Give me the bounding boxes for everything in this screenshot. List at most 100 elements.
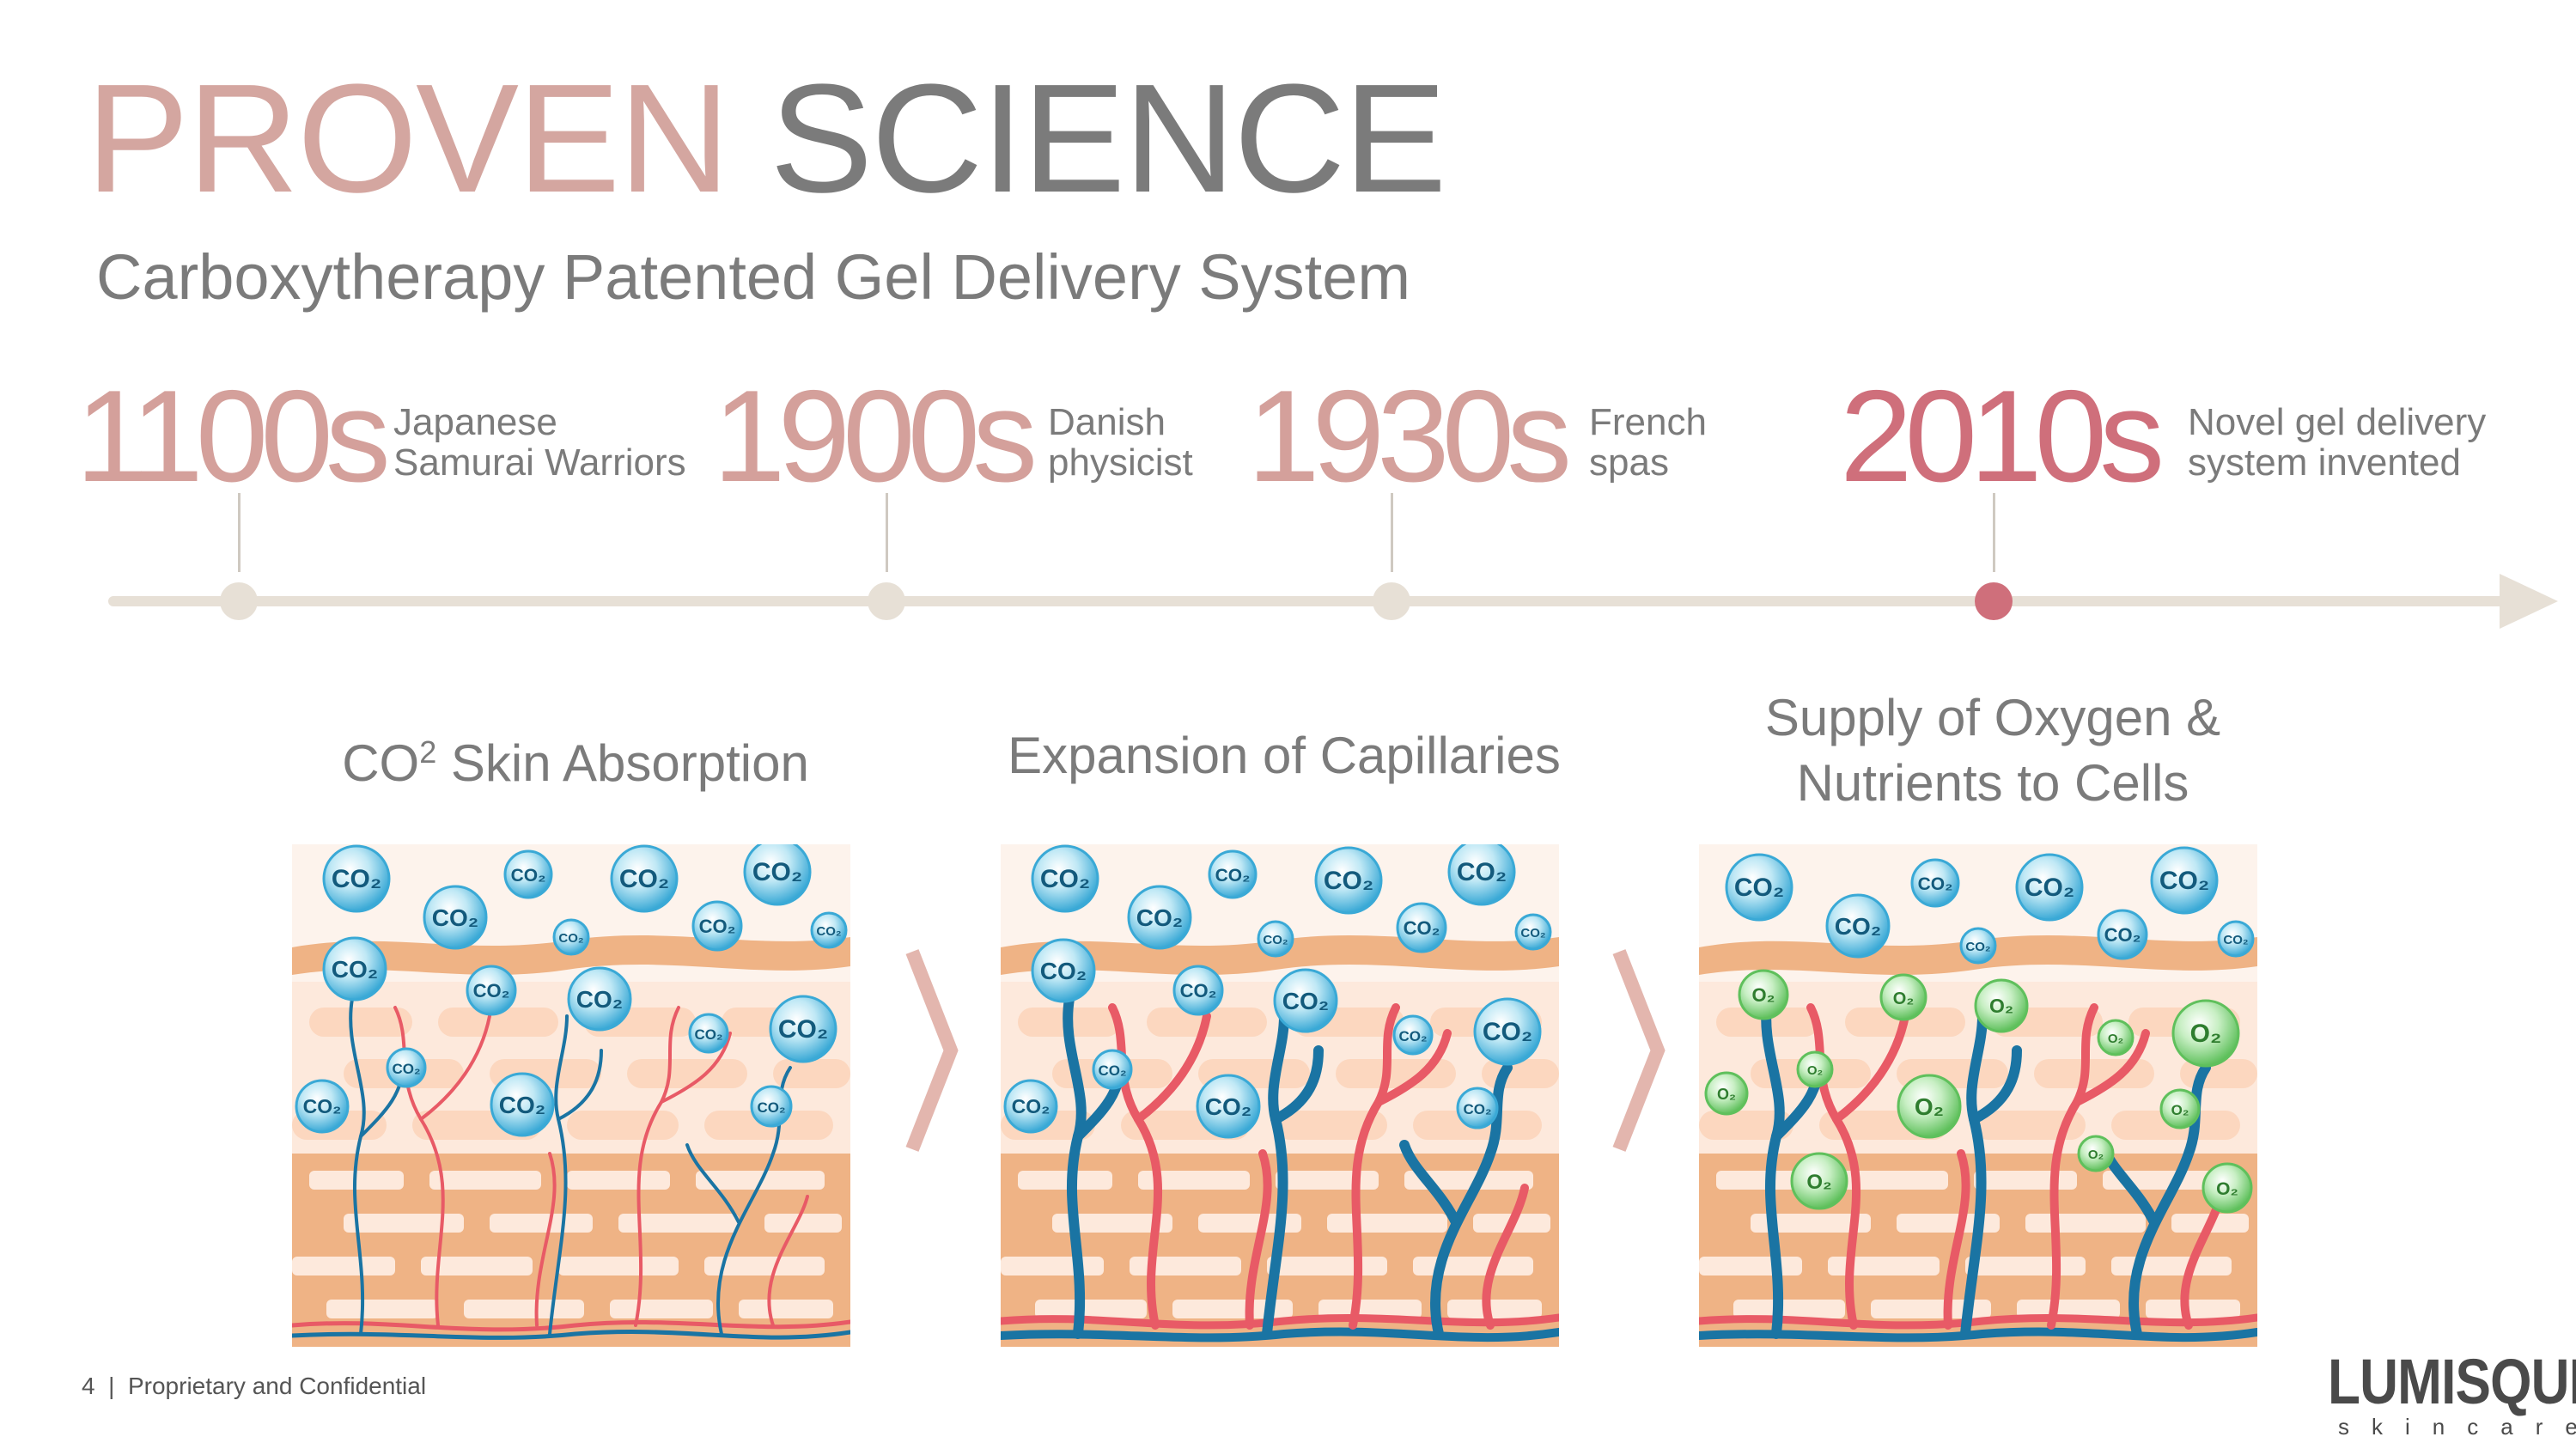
svg-text:CO₂: CO₂ (303, 1095, 342, 1117)
caption-oxygen-line1: Supply of Oxygen & (1764, 689, 2221, 746)
stem-2010s (1993, 493, 1995, 572)
year-1900s: 1900s (713, 363, 1038, 509)
page-number: 4 (82, 1373, 95, 1399)
o2-bubble-icon: O₂ (1790, 1152, 1848, 1210)
svg-text:CO₂: CO₂ (511, 866, 546, 886)
svg-text:CO₂: CO₂ (694, 1026, 722, 1043)
o2-bubble-icon: O₂ (1879, 973, 1927, 1021)
stem-1900s (886, 493, 888, 572)
svg-text:CO₂: CO₂ (558, 931, 583, 946)
co2-bubbles: CO₂ CO₂ CO₂ CO₂ CO₂ CO₂ CO₂ CO₂ CO₂ CO₂ … (295, 844, 848, 1137)
co2-bubble-icon: CO₂ (295, 1079, 350, 1134)
co2-bubble-icon: CO₂ (1003, 1079, 1058, 1134)
footer: 4 | Proprietary and Confidential (82, 1373, 426, 1400)
co2-bubble-icon: CO₂ (1456, 1087, 1499, 1129)
svg-text:CO₂: CO₂ (1734, 874, 1784, 902)
co2-bubble-icon: CO₂ (769, 995, 837, 1063)
marker-1900s (868, 582, 905, 620)
svg-text:CO₂: CO₂ (1483, 1018, 1532, 1046)
marker-2010s (1975, 582, 2013, 620)
panel-expansion-capillaries: CO₂ CO₂ CO₂ CO₂ CO₂ CO₂ CO₂ CO₂ CO₂ CO₂ … (1001, 844, 1559, 1347)
svg-text:CO₂: CO₂ (1457, 858, 1507, 886)
desc-2010s-line2: system invented (2188, 441, 2461, 484)
co2-bubble-icon: CO₂ (1725, 853, 1793, 922)
co2-bubble-icon: CO₂ (688, 1013, 729, 1054)
co2-bubble-icon: CO₂ (1392, 1014, 1434, 1056)
svg-text:O₂: O₂ (1989, 995, 2013, 1017)
svg-text:CO₂: CO₂ (778, 1015, 828, 1044)
co2-bubble-icon: CO₂ (691, 900, 743, 952)
o2-bubble-icon: O₂ (1738, 969, 1789, 1020)
co2-bubble-icon: CO₂ (1257, 920, 1294, 958)
co2-bubble-icon: CO₂ (1031, 938, 1096, 1003)
co2-bubble-icon: CO₂ (1092, 1049, 1133, 1090)
svg-text:CO₂: CO₂ (1463, 1101, 1491, 1117)
co2-bubble-icon: CO₂ (552, 918, 590, 956)
co2-bubble-icon: CO₂ (1959, 927, 1997, 965)
caption-oxygen-supply: Supply of Oxygen & Nutrients to Cells (1684, 685, 2302, 816)
co2-bubble-icon: CO₂ (1208, 849, 1258, 899)
co2-bubble-icon: CO₂ (2150, 846, 2219, 915)
co2-bubbles: CO₂ CO₂ CO₂ CO₂ CO₂ CO₂ CO₂ CO₂ CO₂ CO₂ … (1003, 844, 1552, 1139)
chevron-right-icon (1612, 949, 1666, 1152)
stem-1100s (238, 493, 241, 572)
co2-bubble-icon: CO₂ (490, 1072, 555, 1137)
panel-co2-skin-absorption: CO₂ CO₂ CO₂ CO₂ CO₂ CO₂ CO₂ CO₂ CO₂ CO₂ … (292, 844, 850, 1347)
co2-bubble-icon: CO₂ (1514, 913, 1552, 951)
o2-bubble-icon: O₂ (2171, 999, 2240, 1068)
year-1930s: 1930s (1247, 363, 1572, 509)
co2-bubble-icon: CO₂ (1314, 846, 1383, 915)
svg-text:CO₂: CO₂ (2104, 924, 2141, 946)
o2-bubble-icon: O₂ (1796, 1050, 1834, 1088)
co2-bubble-icon: CO₂ (1031, 844, 1099, 913)
timeline-arrow-icon (2500, 574, 2558, 629)
o2-bubble-icon: O₂ (2201, 1162, 2253, 1214)
svg-text:CO₂: CO₂ (1263, 933, 1288, 947)
svg-text:CO₂: CO₂ (1205, 1093, 1251, 1120)
co2-bubble-icon: CO₂ (322, 936, 387, 1002)
desc-1900s-line1: Danish (1048, 401, 1166, 443)
o2-bubble-icon: O₂ (1897, 1074, 1962, 1139)
svg-text:CO₂: CO₂ (816, 924, 841, 939)
co2-bubble-icon: CO₂ (386, 1047, 427, 1088)
co2-bubble-icon: CO₂ (2015, 853, 2084, 922)
svg-text:O₂: O₂ (2108, 1032, 2123, 1046)
title-science: SCIENCE (770, 52, 1446, 225)
co2-bubble-icon: CO₂ (1910, 858, 1960, 908)
svg-text:CO₂: CO₂ (1215, 866, 1251, 886)
co2-bubble-icon: CO₂ (466, 965, 517, 1016)
desc-1930s-line1: French (1589, 401, 1707, 443)
co2-bubble-icon: CO₂ (1127, 885, 1192, 950)
svg-text:O₂: O₂ (1893, 989, 1914, 1008)
desc-1900s-line2: physicist (1048, 441, 1193, 484)
brand-tagline: skincare (2338, 1414, 2576, 1440)
co2-bubble-icon: CO₂ (1196, 1074, 1261, 1139)
svg-text:CO₂: CO₂ (473, 980, 510, 1002)
title-proven: PROVEN (86, 52, 730, 225)
desc-1100s: Japanese Samurai Warriors (393, 402, 686, 483)
svg-text:CO₂: CO₂ (2223, 933, 2248, 947)
co2-bubble-icon: CO₂ (1172, 965, 1224, 1016)
svg-text:CO₂: CO₂ (1398, 1028, 1427, 1044)
co2-bubble-icon: CO₂ (503, 849, 553, 899)
panel-oxygen-nutrients: CO₂ CO₂ CO₂ CO₂ CO₂ CO₂ CO₂ CO₂ O₂ O₂ O₂… (1699, 844, 2257, 1347)
year-2010s: 2010s (1840, 363, 2165, 509)
svg-text:CO₂: CO₂ (1180, 980, 1217, 1002)
o2-bubble-icon: O₂ (2077, 1135, 2115, 1172)
svg-text:CO₂: CO₂ (2025, 874, 2074, 902)
svg-text:CO₂: CO₂ (1324, 867, 1373, 895)
svg-text:CO₂: CO₂ (1136, 904, 1183, 931)
svg-text:CO₂: CO₂ (392, 1061, 420, 1077)
caption-capillaries: Expansion of Capillaries (1008, 727, 1561, 784)
desc-2010s: Novel gel delivery system invented (2188, 402, 2486, 483)
o2-bubble-icon: O₂ (2097, 1019, 2134, 1056)
brand-logo: LUMISQUE (2328, 1346, 2576, 1417)
svg-text:CO₂: CO₂ (2159, 867, 2209, 895)
caption-co2-absorption: CO2 Skin Absorption (292, 720, 859, 796)
co2-bubble-icon: CO₂ (1473, 997, 1542, 1066)
desc-1900s: Danish physicist (1048, 402, 1193, 483)
svg-text:CO₂: CO₂ (619, 865, 669, 893)
co2-bubble-icon: CO₂ (1825, 893, 1891, 959)
o2-bubble-icon: O₂ (1704, 1071, 1749, 1116)
marker-1100s (220, 582, 258, 620)
